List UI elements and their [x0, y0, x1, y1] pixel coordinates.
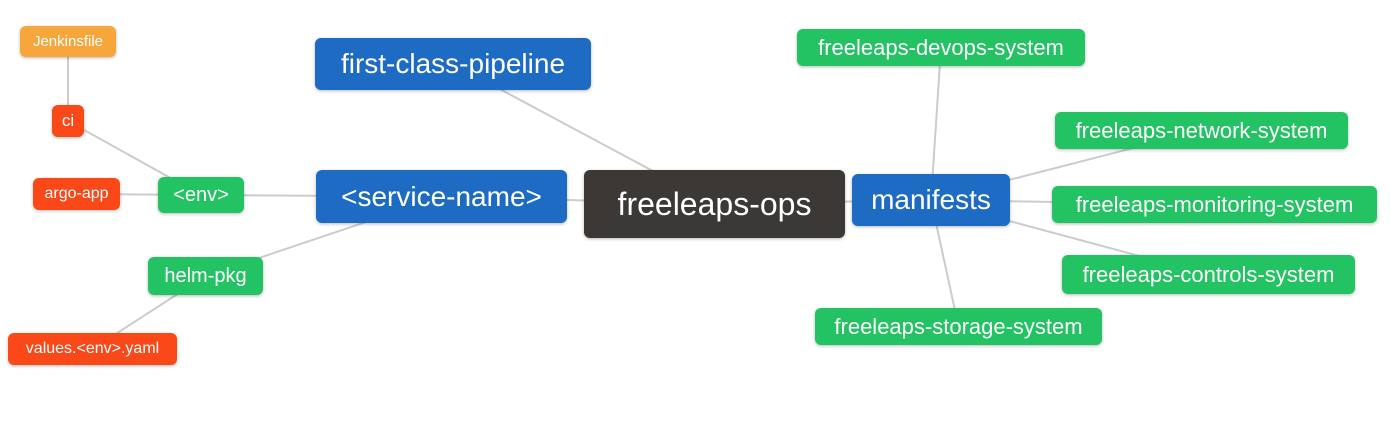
- mindmap-node-devops-system[interactable]: freeleaps-devops-system: [797, 29, 1085, 66]
- mindmap-node-values-env-yaml[interactable]: values.<env>.yaml: [8, 333, 177, 365]
- mindmap-node-jenkinsfile[interactable]: Jenkinsfile: [20, 26, 116, 57]
- mindmap-node-argo-app[interactable]: argo-app: [33, 178, 120, 210]
- mindmap-node-first-class-pipeline[interactable]: first-class-pipeline: [315, 38, 591, 90]
- mindmap-node-controls-system[interactable]: freeleaps-controls-system: [1062, 255, 1355, 294]
- mindmap-node-freeleaps-ops[interactable]: freeleaps-ops: [584, 170, 845, 238]
- mindmap-node-service-name[interactable]: <service-name>: [316, 170, 567, 223]
- mindmap-node-ci[interactable]: ci: [52, 105, 84, 137]
- mindmap-node-env[interactable]: <env>: [158, 177, 244, 213]
- mindmap-node-storage-system[interactable]: freeleaps-storage-system: [815, 308, 1102, 345]
- mindmap-node-network-system[interactable]: freeleaps-network-system: [1055, 112, 1348, 149]
- mindmap-node-monitoring-system[interactable]: freeleaps-monitoring-system: [1052, 186, 1377, 223]
- mindmap-node-manifests[interactable]: manifests: [852, 174, 1010, 226]
- mindmap-node-helm-pkg[interactable]: helm-pkg: [148, 257, 263, 295]
